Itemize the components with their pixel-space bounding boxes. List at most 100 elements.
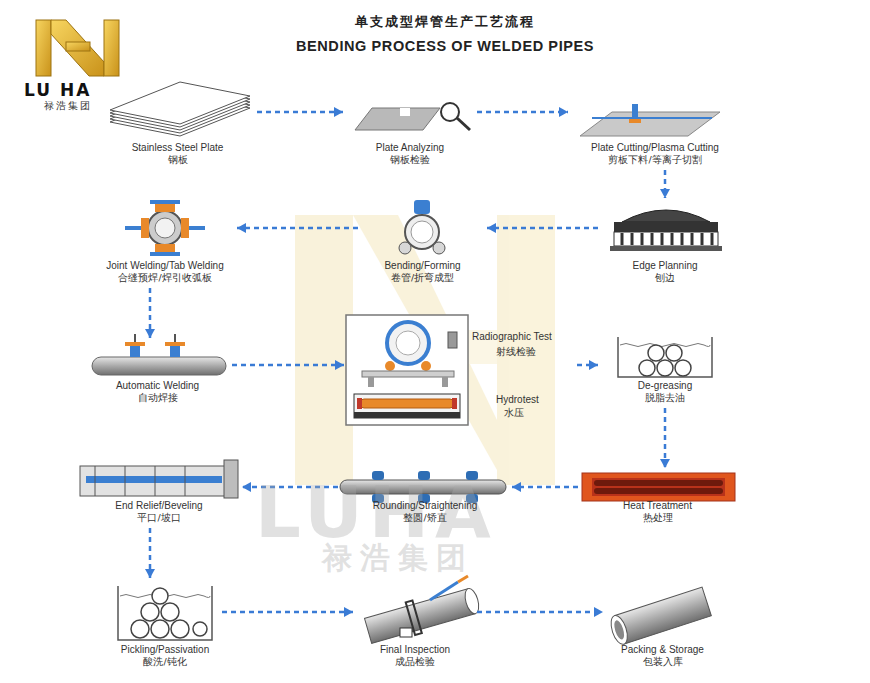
step-label-en: Bending/Forming (384, 260, 460, 272)
flow-connector (232, 360, 344, 370)
step-label-cn: 剪板下料/等离子切割 (608, 154, 701, 166)
arrow-head (660, 189, 670, 198)
step-label-group: Bending/Forming卷管/折弯成型 (360, 260, 485, 284)
dashed-line (487, 227, 598, 230)
arrow-head (594, 607, 603, 617)
flow-connector (477, 107, 568, 117)
arrow-head (512, 482, 521, 492)
step-label-group: Heat Treatment热处理 (580, 500, 735, 524)
step-label-cn: 脱脂去油 (645, 392, 685, 404)
step-label-en: Plate Cutting/Plasma Cutting (591, 142, 719, 154)
chart-title: 单支成型焊管生产工艺流程 (20, 13, 870, 31)
arrow-head (334, 107, 343, 117)
process-step: Final Inspection成品检验 (355, 580, 475, 670)
step-label-cn: 卷管/折弯成型 (391, 272, 454, 284)
process-step: Pickling/Passivation酸洗/钝化 (110, 580, 220, 670)
step-label-cn: 成品检验 (395, 656, 435, 668)
step-label-cn: 包装入库 (643, 656, 683, 668)
step-label-group: Automatic Welding自动焊接 (85, 380, 230, 404)
step-label-cn: 钢板 (168, 154, 188, 166)
pickling-tank-icon (118, 586, 212, 640)
flow-connector (477, 607, 603, 617)
arrow-head (344, 607, 353, 617)
arrow-head (335, 360, 344, 370)
step-label-cn: 平口/坡口 (137, 512, 180, 524)
step-label-cn: 自动焊接 (138, 392, 178, 404)
step-label-group: Plate Analyzing钢板检验 (345, 142, 475, 166)
automatic-welding-icon (92, 334, 226, 375)
flow-connector (222, 607, 353, 617)
arrow-head (145, 329, 155, 338)
arrow-head (145, 569, 155, 578)
flow-connector (512, 482, 578, 492)
degreasing-tank-icon (618, 337, 712, 377)
arrow-head (559, 107, 568, 117)
end-relief-machine-icon (80, 460, 238, 498)
logo-mark (36, 20, 119, 76)
flow-connector (487, 223, 598, 233)
step-label-cn: 钢板检验 (390, 154, 430, 166)
step-label-cn: 整圆/矫直 (403, 512, 446, 524)
arrow-head (237, 223, 246, 233)
final-inspection-icon (363, 576, 482, 647)
test-frame-icon (346, 315, 468, 425)
process-step: Joint Welding/Tab Welding合缝预焊/焊引收弧板 (95, 195, 235, 286)
process-step: End Relief/Beveling平口/坡口 (78, 460, 240, 526)
edge-planning-icon (610, 210, 722, 251)
logo-text: LU HA (24, 80, 91, 100)
watermark-shape (295, 215, 555, 485)
step-label-en: End Relief/Beveling (115, 500, 202, 512)
process-step: Radiographic Test射线检验Hydrotest水压 (346, 315, 575, 425)
arrow-head (242, 482, 251, 492)
step-label-group: Joint Welding/Tab Welding合缝预焊/焊引收弧板 (95, 260, 235, 284)
step-label-group: Rounding/Straightening整圆/矫直 (340, 500, 510, 524)
watermark-text: 禄浩集团 (322, 538, 474, 579)
flow-connector (577, 360, 598, 370)
dashed-line (512, 486, 578, 489)
step-label-en: Radiographic Test (472, 331, 552, 343)
flow-connector (145, 288, 155, 338)
step-label-group: Packing & Storage包装入库 (605, 644, 720, 668)
step-label-cn: 刨边 (655, 272, 675, 284)
step-label-en: Final Inspection (380, 644, 450, 656)
heat-treatment-icon (582, 473, 735, 501)
process-step: Packing & Storage包装入库 (605, 580, 720, 670)
process-step: Edge Planning刨边 (600, 200, 730, 286)
process-step: Plate Analyzing钢板检验 (345, 80, 475, 168)
process-step: Automatic Welding自动焊接 (85, 340, 230, 406)
flow-connector (257, 107, 343, 117)
step-label-en: Packing & Storage (621, 644, 704, 656)
arrow-head (589, 360, 598, 370)
logo-text: 禄浩集团 (44, 99, 92, 113)
step-label-en: Rounding/Straightening (373, 500, 478, 512)
step-label-en: Hydrotest (496, 394, 539, 406)
step-label-group: Edge Planning刨边 (600, 260, 730, 284)
joint-welding-icon (125, 200, 205, 256)
steel-plate-icon (110, 82, 250, 136)
plate-cutting-icon (580, 104, 720, 136)
plate-analyzing-icon (355, 103, 470, 130)
step-label-en: Plate Analyzing (376, 142, 444, 154)
step-label-en: Automatic Welding (116, 380, 199, 392)
dashed-line (237, 227, 358, 230)
flow-connector (660, 408, 670, 468)
process-step: Stainless Steel Plate钢板 (100, 75, 255, 168)
dashed-line (222, 611, 353, 614)
step-label-cn: 合缝预焊/焊引收弧板 (118, 272, 211, 284)
arrow-head (660, 459, 670, 468)
dashed-line (477, 611, 603, 614)
step-label-cn: 水压 (504, 407, 524, 419)
step-label-cn: 酸洗/钝化 (143, 656, 186, 668)
subtitle: BENDING PROCESS OF WELDED PIPES (20, 38, 870, 54)
step-label-group: De-greasing脱脂去油 (600, 380, 730, 404)
step-label-group: Final Inspection成品检验 (355, 644, 475, 668)
step-label-group: Plate Cutting/Plasma Cutting剪板下料/等离子切割 (570, 142, 740, 166)
dashed-line (477, 111, 568, 114)
packing-pipe-icon (608, 587, 711, 646)
step-label-group: Pickling/Passivation酸洗/钝化 (110, 644, 220, 668)
flow-connector (237, 223, 358, 233)
arrow-head (487, 223, 496, 233)
process-step: De-greasing脱脂去油 (600, 335, 730, 406)
